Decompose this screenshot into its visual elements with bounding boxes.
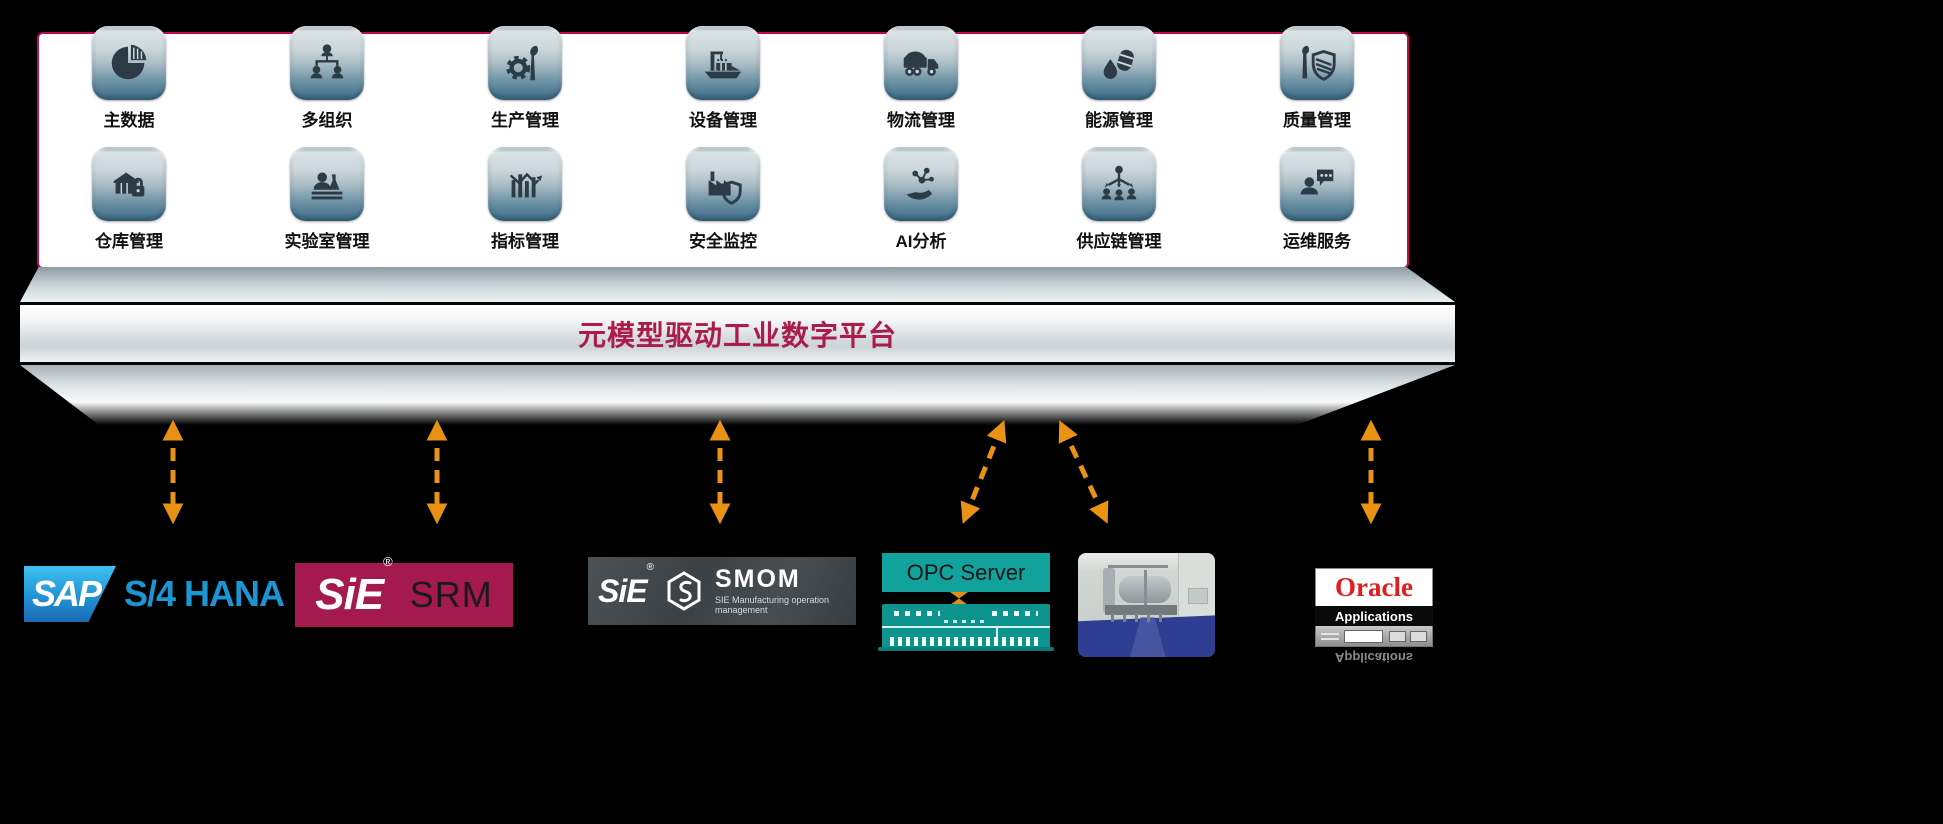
sie-smom-logo: SiE® SMOM SIE Manufacturing operation ma… [588,557,856,625]
module-safety: 安全监控 [668,147,778,252]
module-label: 能源管理 [1085,111,1153,130]
oracle-applications-logo: Oracle Applications Applications [1315,568,1433,665]
module-logistics: 物流管理 [866,26,976,131]
registered-mark: ® [383,554,393,569]
warehouse-lock-icon [113,172,145,197]
oracle-reflection-text: Applications [1334,650,1413,665]
pie-chart-icon [111,44,147,80]
platform-bar: 元模型驱动工业数字平台 [20,302,1455,365]
bar-trend-icon [509,172,543,198]
factory-shield-icon [708,171,742,205]
cargo-ship-icon [704,51,742,79]
module-label: 主数据 [103,111,155,130]
module-multi-org: 多组织 [272,26,382,131]
module-laboratory: 实验室管理 [272,147,382,252]
module-energy: 能源管理 [1064,26,1174,131]
module-label: 多组织 [301,111,353,130]
sap-flag-icon: SAP [24,566,116,622]
platform-top-face [20,267,1455,302]
smom-product-text: SMOM [714,564,801,593]
connector-arrow-opc [960,420,1007,524]
module-quality: 质量管理 [1262,26,1372,131]
gear-wrench-icon [506,45,539,81]
opc-server-label: OPC Server [906,559,1026,585]
registered-mark: ® [646,562,654,573]
module-master-data: 主数据 [74,26,184,131]
module-label: 物流管理 [887,111,955,130]
plant-3d-photo [1078,553,1215,657]
module-label: 指标管理 [491,232,559,251]
terminal-dots [992,611,1038,616]
sie-brand-text: SiE® [315,554,392,619]
supply-network-icon [1101,165,1137,201]
sie-srm-logo: SiE® SRM [295,554,513,627]
srm-product-text: SRM [409,574,493,615]
opc-server-box: OPC Server [882,553,1050,592]
oracle-brand-text: Oracle [1335,572,1413,602]
platform-title: 元模型驱动工业数字平台 [577,319,897,351]
sap-s4hana-logo: SAP S/4 HANA [24,566,285,622]
form-button [1389,631,1407,642]
form-input [1343,630,1383,643]
module-label: AI分析 [895,232,947,251]
oracle-form-toolbar [1315,626,1433,647]
lab-person-icon [311,172,343,200]
smom-tagline: SIE Manufacturing operation management [714,594,830,615]
status-leds [944,620,988,623]
platform-reflection [20,365,1455,425]
connector-arrow-plant [1058,420,1109,524]
module-label: 仓库管理 [95,232,163,251]
terminal-dots [894,611,940,616]
module-label: 设备管理 [689,111,757,130]
terminal-connectors [890,637,1042,646]
sie-brand-text: SiE® [598,562,654,609]
sap-logo-text: SAP [32,573,102,614]
application-modules-panel: 主数据 多组织 [37,26,1409,269]
shield-wrench-icon [1302,45,1336,81]
ai-hand-network-icon [906,167,934,200]
module-supply-chain: 供应链管理 [1064,147,1174,252]
smom-hexagon-icon [667,571,701,611]
ops-chat-icon [1300,169,1334,195]
module-label: 运维服务 [1283,232,1351,251]
oracle-product-text: Applications [1334,608,1413,624]
module-equipment: 设备管理 [668,26,778,131]
org-chart-icon [310,44,344,79]
form-button [1410,631,1428,642]
module-label: 供应链管理 [1076,232,1162,251]
hourglass-connector-icon [950,592,968,605]
module-row-2: 仓库管理 实验室管理 [39,147,1407,252]
plc-device-illustration [878,604,1054,651]
truck-icon [903,51,939,76]
module-label: 质量管理 [1283,111,1351,130]
module-kpi: 指标管理 [470,147,580,252]
module-label: 实验室管理 [284,232,370,251]
module-ops-service: 运维服务 [1262,147,1372,252]
module-warehouse: 仓库管理 [74,147,184,252]
module-production: 生产管理 [470,26,580,131]
sap-product-text: S/4 HANA [124,573,285,614]
process-column [1102,567,1115,614]
module-label: 安全监控 [689,232,757,251]
module-row-1: 主数据 多组织 [39,26,1407,131]
module-ai-analysis: AI分析 [866,147,976,252]
oil-energy-icon [1103,49,1134,79]
module-label: 生产管理 [491,111,559,130]
